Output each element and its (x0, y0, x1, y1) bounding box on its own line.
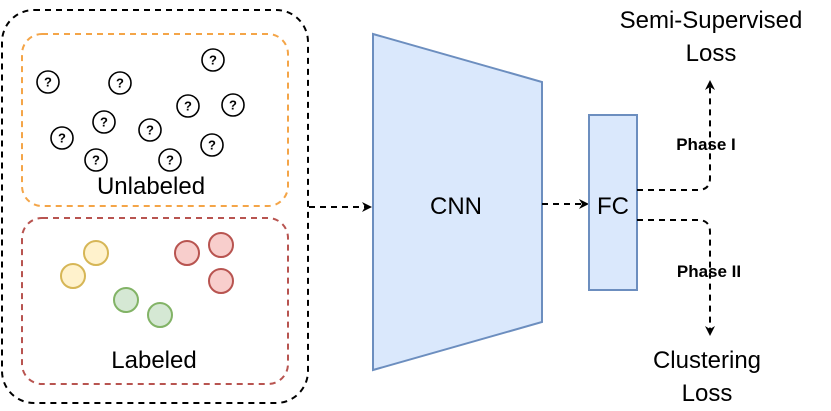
unlabeled-point: ? (221, 93, 245, 117)
svg-text:?: ? (146, 123, 154, 138)
svg-text:?: ? (229, 98, 237, 113)
clustering-loss-label-line2: Loss (682, 380, 733, 407)
labeled-points (60, 232, 234, 328)
unlabeled-point: ? (176, 94, 200, 118)
unlabeled-point: ? (200, 133, 224, 157)
svg-text:?: ? (208, 138, 216, 153)
unlabeled-point: ? (138, 118, 162, 142)
fc-label: FC (597, 193, 629, 220)
unlabeled-group-box (21, 33, 289, 207)
dataset-container (1, 9, 309, 404)
unlabeled-point: ? (108, 71, 132, 95)
labeled-point-red (208, 268, 234, 294)
svg-text:?: ? (184, 99, 192, 114)
svg-text:?: ? (92, 153, 100, 168)
phase-2-label: Phase II (677, 262, 741, 281)
unlabeled-points: ??????????? (36, 48, 245, 172)
cnn-block (372, 32, 543, 372)
unlabeled-point: ? (84, 148, 108, 172)
phase-1-label: Phase I (676, 135, 736, 154)
svg-text:?: ? (166, 153, 174, 168)
labeled-group-box (21, 217, 289, 385)
unlabeled-point: ? (158, 148, 182, 172)
labeled-point-green (113, 287, 139, 313)
unlabeled-point: ? (50, 126, 74, 150)
unlabeled-label: Unlabeled (97, 173, 205, 200)
arrow-fc-to-cluster-loss (637, 219, 715, 336)
svg-text:?: ? (116, 76, 124, 91)
unlabeled-point: ? (36, 70, 60, 94)
svg-text:?: ? (100, 115, 108, 130)
fc-block (588, 114, 638, 291)
svg-text:?: ? (58, 131, 66, 146)
cnn-label: CNN (430, 193, 482, 220)
semi-supervised-loss-label-line1: Semi-Supervised (620, 7, 803, 34)
labeled-point-red (174, 240, 200, 266)
svg-text:?: ? (209, 53, 217, 68)
labeled-label: Labeled (111, 347, 196, 374)
arrow-fc-to-semi-loss (637, 80, 715, 191)
semi-supervised-loss-label-line2: Loss (686, 40, 737, 67)
svg-text:?: ? (44, 75, 52, 90)
labeled-point-red (208, 232, 234, 258)
labeled-point-yellow (83, 240, 109, 266)
unlabeled-point: ? (92, 110, 116, 134)
labeled-point-yellow (60, 263, 86, 289)
unlabeled-point: ? (201, 48, 225, 72)
clustering-loss-label-line1: Clustering (653, 347, 761, 374)
labeled-point-green (147, 302, 173, 328)
